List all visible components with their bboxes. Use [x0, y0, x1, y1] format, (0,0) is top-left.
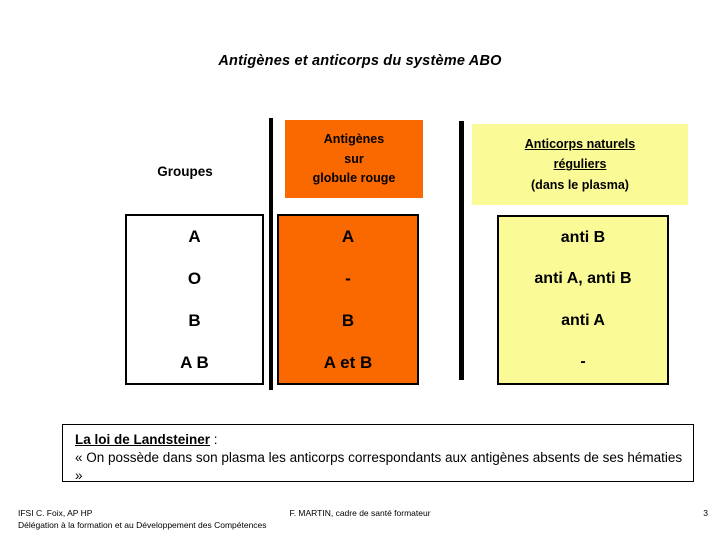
column-header-anticorps-line-3: (dans le plasma) [531, 177, 629, 192]
antigenes-cell: A et B [323, 352, 373, 372]
anticorps-cell: - [580, 353, 586, 371]
slide-footer: IFSI C. Foix, AP HP Délégation à la form… [0, 505, 720, 540]
groupes-cell: O [187, 269, 202, 289]
column-header-antigenes-line-2: sur [344, 151, 364, 166]
column-anticorps: anti B anti A, anti B anti A - [497, 215, 669, 385]
anticorps-cell: anti A, anti B [534, 270, 632, 288]
column-header-antigenes-line-3: globule rouge [312, 171, 396, 186]
anticorps-cell: anti B [560, 228, 606, 246]
column-header-anticorps: Anticorps naturels réguliers (dans le pl… [472, 124, 688, 205]
groupes-cell: A [188, 227, 201, 247]
antigenes-cell: - [345, 269, 351, 289]
column-header-groupes: Groupes [157, 164, 213, 179]
column-header-anticorps-line-1: Anticorps naturels [524, 136, 636, 151]
landsteiner-law-text: « On possède dans son plasma les anticor… [75, 450, 683, 483]
footer-page-number: 3 [703, 508, 708, 518]
vertical-divider-right [459, 121, 464, 380]
column-header-antigenes-line-1: Antigènes [323, 132, 385, 147]
column-header-anticorps-line-2: réguliers [553, 157, 607, 172]
vertical-divider-left [269, 118, 273, 390]
antigenes-cell: A [341, 227, 355, 247]
landsteiner-law-title: La loi de Landsteiner [75, 432, 211, 447]
landsteiner-law-box: La loi de Landsteiner : « On possède dan… [62, 424, 694, 483]
footer-left: IFSI C. Foix, AP HP Délégation à la form… [18, 507, 267, 532]
landsteiner-law-colon: : [210, 432, 218, 447]
column-header-antigenes: Antigènes sur globule rouge [285, 120, 423, 198]
anticorps-cell: anti A [561, 311, 605, 329]
landsteiner-law-heading: La loi de Landsteiner : [75, 431, 683, 449]
column-groupes: A O B A B [125, 214, 264, 385]
page-title: Antigènes et anticorps du système ABO [218, 53, 502, 69]
antigenes-cell: B [341, 310, 355, 330]
groupes-cell: B [188, 310, 201, 330]
footer-center: F. MARTIN, cadre de santé formateur [289, 508, 431, 518]
groupes-cell: A B [180, 352, 209, 372]
column-antigenes: A - B A et B [277, 214, 419, 385]
footer-left-line-1: IFSI C. Foix, AP HP [18, 508, 93, 518]
footer-left-line-2: Délégation à la formation et au Développ… [18, 520, 267, 531]
